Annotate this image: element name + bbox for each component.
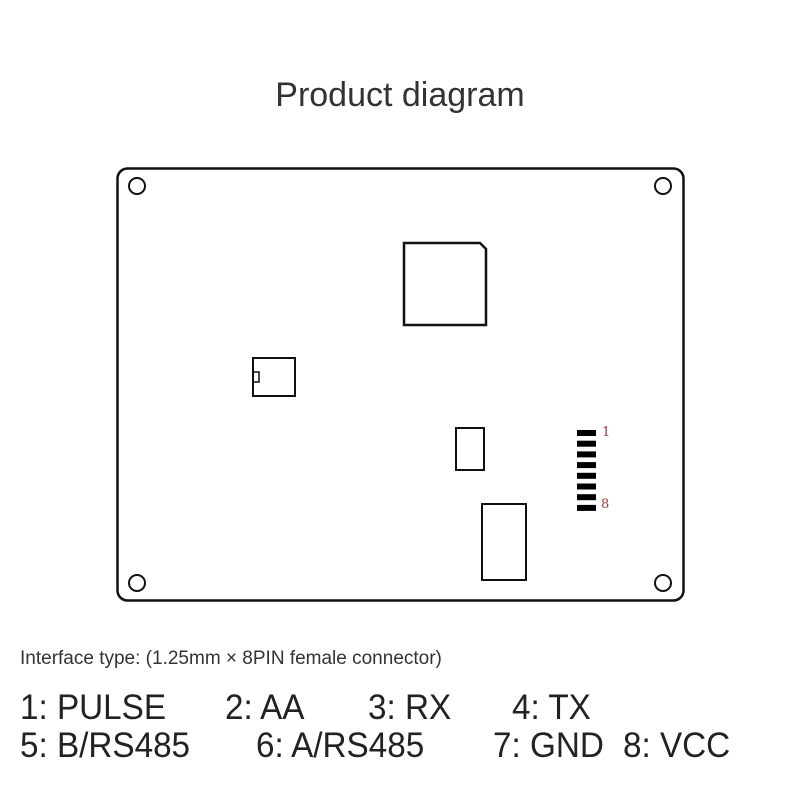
pin-description: 7: GND — [493, 726, 604, 765]
connector-pins — [577, 430, 596, 511]
pin-8-label: 8 — [601, 497, 610, 512]
connector-pin — [577, 451, 596, 458]
pin-description: 2: AA — [225, 688, 305, 727]
component-marker — [252, 371, 260, 383]
connector-pin — [577, 504, 596, 511]
mounting-hole — [654, 177, 672, 195]
mounting-hole — [654, 574, 672, 592]
interface-type-text: Interface type: (1.25mm × 8PIN female co… — [20, 648, 442, 669]
pin-1-label: 1 — [602, 425, 611, 440]
pin-description: 1: PULSE — [20, 688, 167, 727]
pin-description: 8: VCC — [623, 726, 731, 765]
connector-pin — [577, 494, 596, 501]
pin-description: 6: A/RS485 — [256, 726, 425, 765]
component-rect — [455, 427, 485, 471]
connector-pin — [577, 430, 596, 436]
pin-description: 4: TX — [512, 688, 591, 727]
connector-pin — [577, 472, 596, 479]
mounting-hole — [128, 574, 146, 592]
mounting-hole — [128, 177, 146, 195]
connector-pin — [577, 462, 596, 469]
board-outline — [116, 167, 685, 602]
page-title: Product diagram — [275, 76, 525, 114]
main-chip — [402, 241, 488, 327]
component-rect-large — [481, 503, 527, 581]
connector-pin — [577, 440, 596, 447]
pin-description: 5: B/RS485 — [20, 726, 191, 765]
pin-description: 3: RX — [368, 688, 452, 727]
connector-pin — [577, 483, 596, 490]
